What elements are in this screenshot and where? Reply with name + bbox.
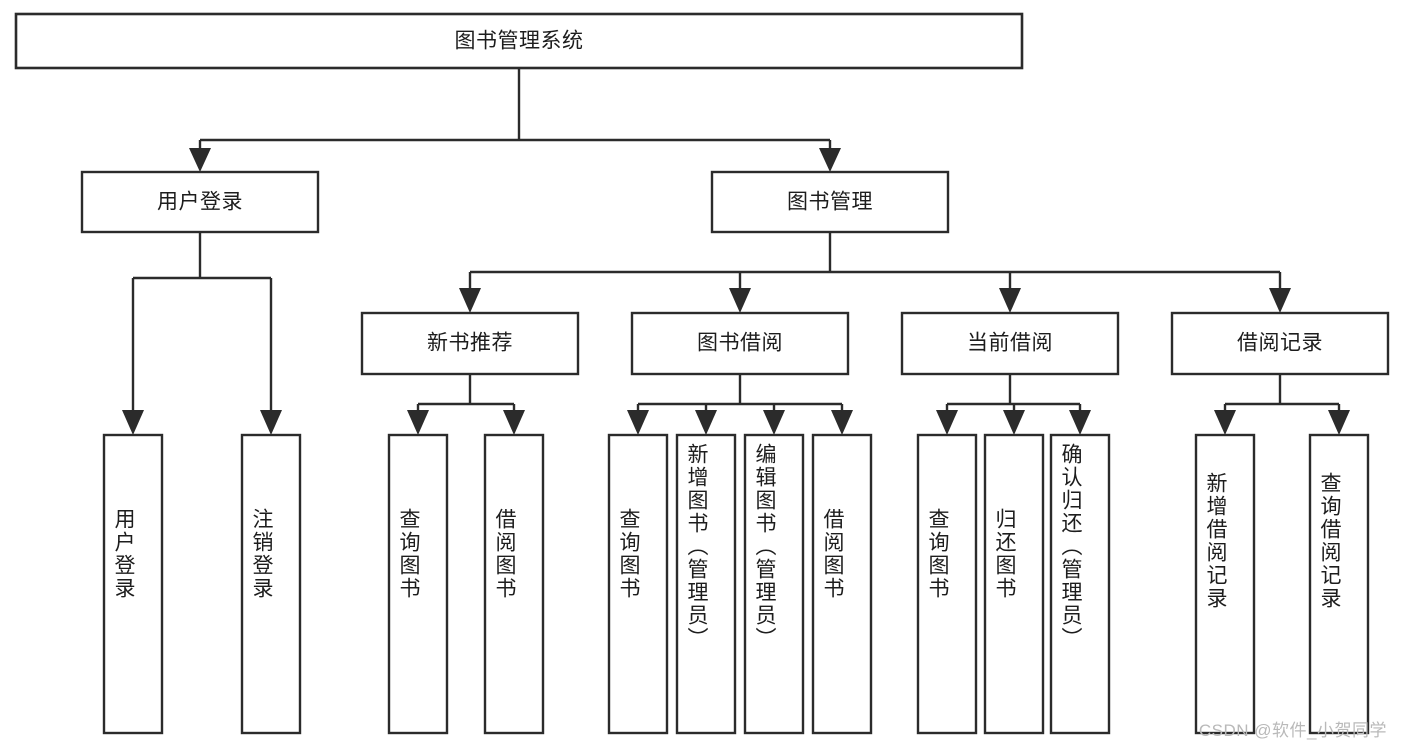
node-root[interactable]: 图书管理系统 bbox=[14, 12, 1024, 70]
arrowhead-newbook-leaf-2 bbox=[503, 410, 525, 435]
arrowhead-record bbox=[1269, 288, 1291, 313]
node-user-login-label: 用户登录 bbox=[157, 191, 243, 214]
node-book-borrow[interactable]: 图书借阅 bbox=[630, 311, 850, 376]
arrowhead-leaf-logout bbox=[260, 410, 282, 435]
arrowhead-layer bbox=[122, 148, 1350, 435]
arrowhead-newbook bbox=[459, 288, 481, 313]
node-new-book-recommend-label: 新书推荐 bbox=[427, 332, 513, 355]
node-current-borrow-label: 当前借阅 bbox=[967, 332, 1053, 355]
csdn-watermark: CSDN @软件_小贺同学 bbox=[1198, 721, 1387, 740]
node-borrow-record-label: 借阅记录 bbox=[1237, 332, 1323, 355]
leaf-rect-query-book-b[interactable] bbox=[607, 433, 669, 735]
node-root-rect[interactable] bbox=[14, 12, 1024, 70]
node-user-login[interactable]: 用户登录 bbox=[80, 170, 320, 234]
arrowhead-borrow-leaf-2 bbox=[695, 410, 717, 435]
node-layer: 图书管理系统 用户登录 图书管理 新书推荐 图书借阅 bbox=[14, 12, 1390, 735]
node-new-book-recommend[interactable]: 新书推荐 bbox=[360, 311, 580, 376]
leaf-rect-query-book-a[interactable] bbox=[387, 433, 449, 735]
node-root-label: 图书管理系统 bbox=[455, 30, 584, 53]
leaf-rect-add-record[interactable] bbox=[1194, 433, 1256, 735]
node-book-borrow-label: 图书借阅 bbox=[697, 332, 783, 355]
node-book-management[interactable]: 图书管理 bbox=[710, 170, 950, 234]
arrowhead-record-leaf-1 bbox=[1214, 410, 1236, 435]
leaf-rect-logout[interactable] bbox=[240, 433, 302, 735]
arrowhead-user-login bbox=[189, 148, 211, 172]
arrowhead-leaf-user-login bbox=[122, 410, 144, 435]
node-new-book-recommend-rect[interactable] bbox=[360, 311, 580, 376]
leaf-rect-query-book-c[interactable] bbox=[916, 433, 978, 735]
node-book-borrow-rect[interactable] bbox=[630, 311, 850, 376]
node-book-management-label: 图书管理 bbox=[787, 191, 873, 214]
arrowhead-newbook-leaf-1 bbox=[407, 410, 429, 435]
arrowhead-borrow-leaf-3 bbox=[763, 410, 785, 435]
node-borrow-record-rect[interactable] bbox=[1170, 311, 1390, 376]
leaf-rect-borrow-book-b[interactable] bbox=[811, 433, 873, 735]
leaf-rect-user-login[interactable] bbox=[102, 433, 164, 735]
arrowhead-current-leaf-2 bbox=[1003, 410, 1025, 435]
arrowhead-borrow bbox=[729, 288, 751, 313]
arrowhead-borrow-leaf-1 bbox=[627, 410, 649, 435]
arrowhead-book-manage bbox=[819, 148, 841, 172]
arrowhead-current-leaf-1 bbox=[936, 410, 958, 435]
node-borrow-record[interactable]: 借阅记录 bbox=[1170, 311, 1390, 376]
leaf-rect-borrow-book-a[interactable] bbox=[483, 433, 545, 735]
leaf-rect-confirm-return[interactable] bbox=[1049, 433, 1111, 735]
leaf-rect-add-book-admin[interactable] bbox=[675, 433, 737, 735]
leaf-rect-edit-book-admin[interactable] bbox=[743, 433, 805, 735]
arrowhead-record-leaf-2 bbox=[1328, 410, 1350, 435]
node-user-login-rect[interactable] bbox=[80, 170, 320, 234]
node-current-borrow[interactable]: 当前借阅 bbox=[900, 311, 1120, 376]
node-book-management-rect[interactable] bbox=[710, 170, 950, 234]
arrowhead-borrow-leaf-4 bbox=[831, 410, 853, 435]
leaf-rect-return-book[interactable] bbox=[983, 433, 1045, 735]
arrowhead-current bbox=[999, 288, 1021, 313]
arrowhead-current-leaf-3 bbox=[1069, 410, 1091, 435]
leaf-rect-query-record[interactable] bbox=[1308, 433, 1370, 735]
node-current-borrow-rect[interactable] bbox=[900, 311, 1120, 376]
